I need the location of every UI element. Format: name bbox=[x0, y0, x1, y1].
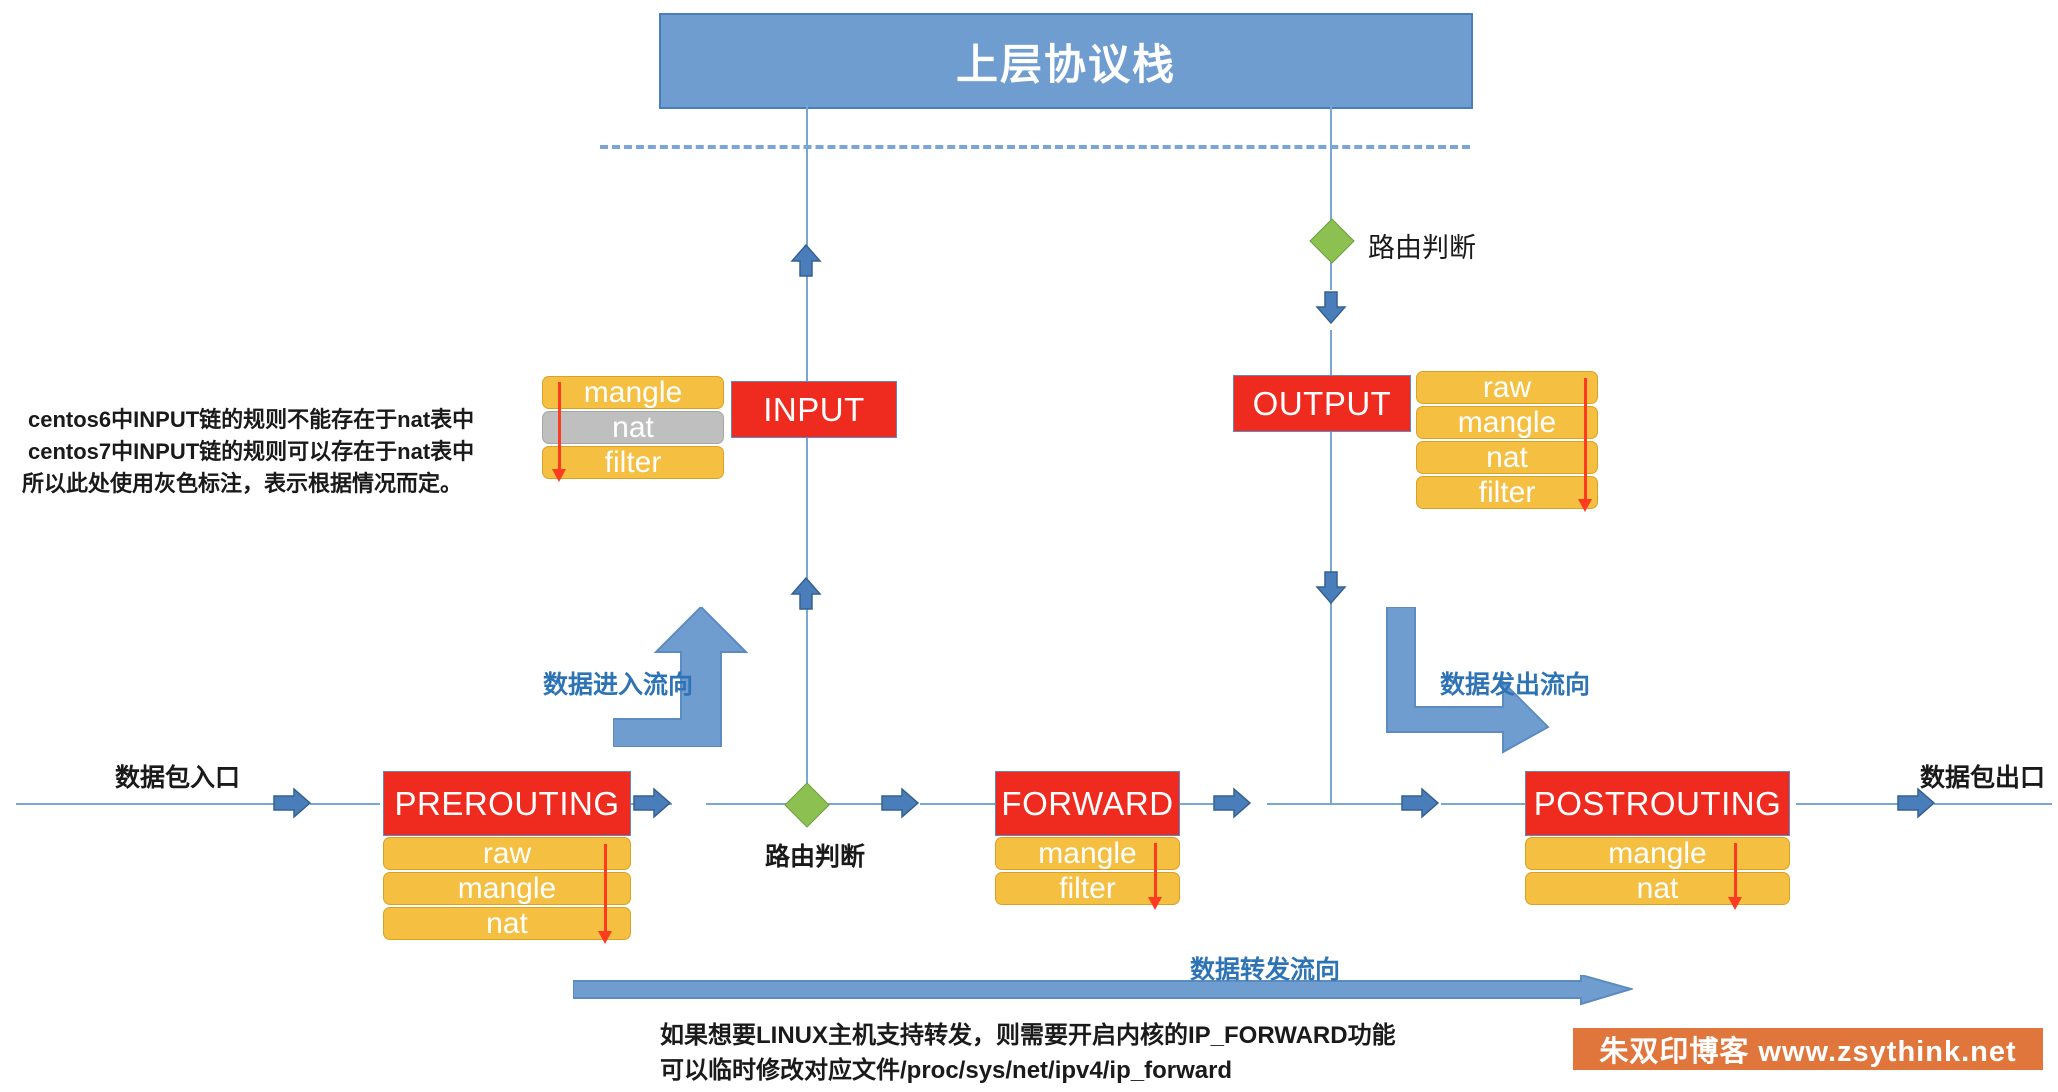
main-rail-seg8 bbox=[1441, 803, 1525, 805]
watermark-text: 朱双印博客 www.zsythink.net bbox=[1599, 1036, 2017, 1068]
chain-label-input: INPUT bbox=[763, 390, 865, 428]
table-pill-postrouting-mangle[interactable]: mangle bbox=[1525, 837, 1790, 870]
chain-label-postrouting: POSTROUTING bbox=[1533, 784, 1782, 822]
main-rail-left bbox=[16, 803, 276, 805]
table-stack-forward: mangle filter bbox=[995, 837, 1180, 905]
rail-arrow-after-forward bbox=[1212, 787, 1252, 821]
input-rail-lower bbox=[806, 600, 808, 805]
table-label-forward-mangle: mangle bbox=[1038, 836, 1137, 870]
chain-box-prerouting[interactable]: PREROUTING bbox=[383, 771, 631, 836]
input-nat-note-line1: centos6中INPUT链的规则不能存在于nat表中 bbox=[28, 407, 475, 432]
kernel-userspace-divider bbox=[600, 145, 1470, 149]
table-label-input-filter: filter bbox=[604, 445, 662, 479]
main-rail-seg7 bbox=[1267, 803, 1407, 805]
chain-box-input[interactable]: INPUT bbox=[731, 381, 897, 438]
table-label-prerouting-raw: raw bbox=[482, 836, 532, 870]
outgoing-flow-arrow bbox=[1385, 607, 1555, 757]
forwarding-flow-label: 数据转发流向 bbox=[1190, 956, 1341, 984]
table-label-postrouting-nat: nat bbox=[1636, 871, 1679, 905]
table-pill-forward-mangle[interactable]: mangle bbox=[995, 837, 1180, 870]
watermark-badge: 朱双印博客 www.zsythink.net bbox=[1573, 1028, 2043, 1070]
table-label-prerouting-nat: nat bbox=[486, 906, 528, 940]
incoming-flow-arrow bbox=[613, 607, 773, 747]
table-stack-input: mangle nat filter bbox=[542, 376, 724, 479]
input-up-arrow-bottom bbox=[789, 576, 823, 610]
table-pill-output-nat[interactable]: nat bbox=[1416, 441, 1598, 474]
table-label-output-nat: nat bbox=[1486, 440, 1528, 474]
chain-label-forward: FORWARD bbox=[1001, 784, 1174, 822]
table-pill-input-mangle[interactable]: mangle bbox=[542, 376, 724, 409]
table-label-postrouting-mangle: mangle bbox=[1608, 836, 1707, 870]
main-rail-seg5 bbox=[920, 803, 996, 805]
main-rail-seg2 bbox=[310, 803, 380, 805]
chain-label-output: OUTPUT bbox=[1252, 384, 1392, 422]
table-label-input-nat: nat bbox=[612, 410, 654, 444]
incoming-flow-label: 数据进入流向 bbox=[543, 671, 694, 699]
table-label-input-mangle: mangle bbox=[583, 375, 683, 409]
packet-entry-label: 数据包入口 bbox=[115, 764, 241, 792]
table-pill-prerouting-nat[interactable]: nat bbox=[383, 907, 631, 940]
input-up-arrow-top bbox=[789, 243, 823, 277]
table-stack-output: raw mangle nat filter bbox=[1416, 371, 1598, 509]
output-rail-upper bbox=[1330, 105, 1332, 230]
table-pill-output-filter[interactable]: filter bbox=[1416, 476, 1598, 509]
table-label-output-filter: filter bbox=[1478, 475, 1536, 509]
outgoing-flow-label: 数据发出流向 bbox=[1440, 671, 1591, 699]
main-rail-seg6 bbox=[1178, 803, 1233, 805]
table-stack-prerouting: raw mangle nat bbox=[383, 837, 631, 940]
table-pill-prerouting-raw[interactable]: raw bbox=[383, 837, 631, 870]
table-pill-output-raw[interactable]: raw bbox=[1416, 371, 1598, 404]
forward-note-line1: 如果想要LINUX主机支持转发，则需要开启内核的IP_FORWARD功能 bbox=[660, 1022, 1396, 1049]
rail-arrow-after-prerouting bbox=[632, 787, 672, 821]
forwarding-flow-arrow bbox=[573, 975, 1633, 1009]
forward-note-line2: 可以临时修改对应文件/proc/sys/net/ipv4/ip_forward bbox=[660, 1057, 1233, 1084]
input-nat-note-line3: 所以此处使用灰色标注，表示根据情况而定。 bbox=[22, 471, 463, 496]
chain-label-prerouting: PREROUTING bbox=[394, 784, 620, 822]
table-label-prerouting-mangle: mangle bbox=[457, 871, 557, 905]
routing-decision-top-label: 路由判断 bbox=[1368, 233, 1476, 263]
table-pill-output-mangle[interactable]: mangle bbox=[1416, 406, 1598, 439]
table-pill-input-filter[interactable]: filter bbox=[542, 446, 724, 479]
output-down-arrow-top bbox=[1314, 290, 1348, 324]
table-pill-postrouting-nat[interactable]: nat bbox=[1525, 872, 1790, 905]
upper-protocol-stack-label: 上层协议栈 bbox=[955, 40, 1176, 88]
table-label-forward-filter: filter bbox=[1059, 871, 1116, 905]
table-pill-input-nat[interactable]: nat bbox=[542, 411, 724, 444]
routing-decision-bottom-diamond bbox=[784, 782, 830, 828]
input-rail-upper bbox=[806, 105, 808, 250]
chain-box-postrouting[interactable]: POSTROUTING bbox=[1525, 771, 1790, 836]
table-stack-postrouting: mangle nat bbox=[1525, 837, 1790, 905]
output-rail-mid bbox=[1330, 330, 1332, 575]
rail-arrow-before-postrouting bbox=[1400, 787, 1440, 821]
upper-protocol-stack-box: 上层协议栈 bbox=[659, 13, 1473, 109]
chain-box-forward[interactable]: FORWARD bbox=[995, 771, 1180, 836]
routing-decision-top-diamond bbox=[1309, 218, 1355, 264]
rail-arrow-exit bbox=[1896, 787, 1936, 821]
table-pill-forward-filter[interactable]: filter bbox=[995, 872, 1180, 905]
table-pill-prerouting-mangle[interactable]: mangle bbox=[383, 872, 631, 905]
table-label-output-raw: raw bbox=[1482, 370, 1532, 404]
output-down-arrow-bottom bbox=[1314, 570, 1348, 604]
packet-exit-label: 数据包出口 bbox=[1920, 764, 2046, 792]
input-nat-note-line2: centos7中INPUT链的规则可以存在于nat表中 bbox=[28, 439, 475, 464]
rail-arrow-after-routing bbox=[880, 787, 920, 821]
routing-decision-bottom-label: 路由判断 bbox=[765, 843, 866, 871]
chain-box-output[interactable]: OUTPUT bbox=[1233, 375, 1411, 432]
main-rail-right bbox=[1934, 803, 2052, 805]
main-rail-seg9 bbox=[1796, 803, 1900, 805]
output-rail-lower bbox=[1330, 600, 1332, 805]
rail-arrow-entry bbox=[272, 787, 312, 821]
table-label-output-mangle: mangle bbox=[1457, 405, 1557, 439]
